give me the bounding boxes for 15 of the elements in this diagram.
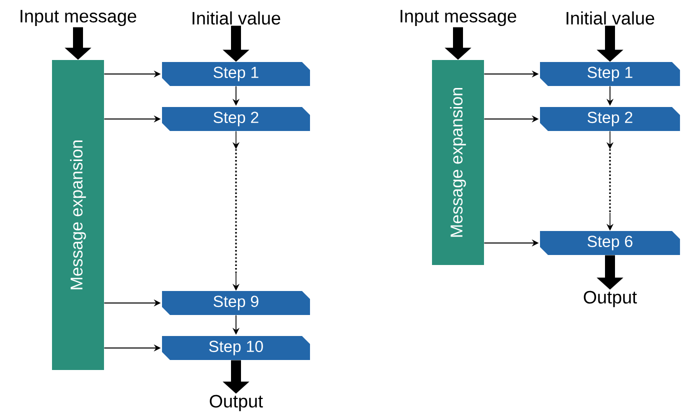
step-box: Step 10	[162, 336, 310, 360]
io-label: Initial value	[192, 11, 280, 25]
step-box: Step 1	[540, 62, 680, 86]
step-box: Step 2	[162, 107, 310, 131]
step-box: Step 1	[162, 62, 310, 86]
io-label: Input message	[20, 10, 136, 26]
expansion-box: Message expansion	[432, 60, 484, 265]
expansion-box: Message expansion	[52, 60, 104, 370]
io-label: Input message	[400, 10, 516, 26]
io-label: Initial value	[566, 11, 654, 25]
io-label: Output	[584, 290, 637, 308]
io-label: Output	[210, 394, 263, 412]
step-box: Step 9	[162, 291, 310, 315]
step-box: Step 6	[540, 231, 680, 255]
step-box: Step 2	[540, 107, 680, 131]
